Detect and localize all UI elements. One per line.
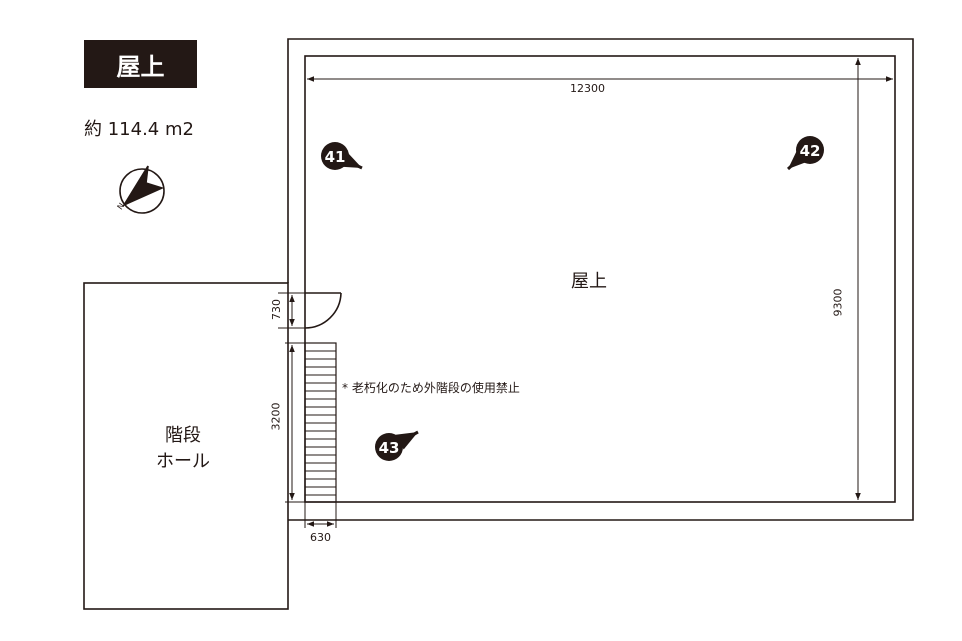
outer-wall [287, 38, 914, 521]
svg-text:41: 41 [325, 148, 346, 166]
camera-marker-41[interactable]: 41 [321, 142, 363, 170]
stair-treads [305, 350, 336, 496]
dimension-stairs-label: 3200 [269, 402, 283, 431]
room-label-stair-hall-1: 階段 [165, 425, 201, 446]
svg-text:43: 43 [379, 439, 400, 457]
dimension-depth-label: 9300 [831, 288, 845, 317]
inner-wall [304, 55, 896, 503]
area-label: 約 114.4 m2 [84, 119, 194, 140]
svg-text:42: 42 [800, 142, 821, 160]
room-label-roof: 屋上 [571, 271, 607, 292]
dimension-door-label: 730 [270, 299, 283, 320]
dimension-width-label: 12300 [570, 82, 605, 95]
door-icon [304, 292, 342, 329]
dimension-stairs-width-label: 630 [310, 531, 331, 544]
stair-hall [83, 282, 289, 610]
camera-marker-42[interactable]: 42 [786, 136, 824, 171]
camera-marker-43[interactable]: 43 [375, 430, 419, 461]
title-badge: 屋上 [84, 40, 197, 88]
compass-n-label: N [116, 201, 127, 211]
room-label-stair-hall-2: ホール [156, 451, 210, 472]
stairs-warning-note: * 老朽化のため外階段の使用禁止 [342, 381, 520, 395]
compass-icon [119, 165, 165, 214]
